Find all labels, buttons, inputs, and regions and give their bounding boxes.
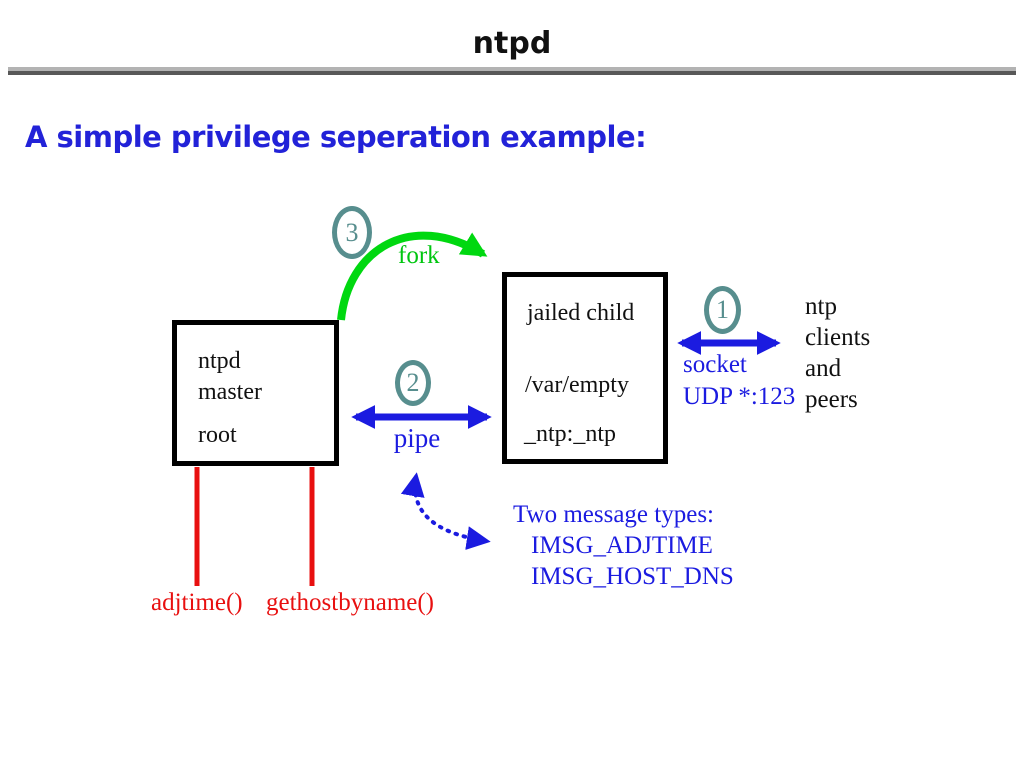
step-badge-fork: 3 (332, 206, 372, 259)
master-box-line-3: root (198, 422, 237, 448)
ntp-clients-peers-label: ntp clients and peers (805, 291, 870, 415)
peers-line-3: and (805, 355, 842, 382)
ipc-message-types-arrow (400, 472, 491, 551)
separator-light-band (8, 67, 1016, 71)
fork-arrow (337, 231, 488, 321)
master-box-line-2: master (198, 379, 262, 405)
slide-subtitle: A simple privilege seperation example: (25, 120, 647, 154)
message-type-adjtime: IMSG_ADJTIME (531, 532, 713, 559)
fork-label: fork (398, 242, 440, 269)
slide-title: ntpd (472, 26, 552, 61)
jailed-child-box: jailed child /var/empty _ntp:_ntp (502, 272, 668, 464)
step-badge-fork-number: 3 (345, 217, 359, 247)
ntpd-master-box: ntpd master root (172, 320, 339, 466)
message-types-title: Two message types: (513, 501, 714, 528)
step-badge-socket-number: 1 (716, 295, 729, 324)
child-box-line-3: _ntp:_ntp (524, 421, 617, 447)
gethostbyname-syscall-label: gethostbyname() (266, 589, 435, 616)
child-box-line-1: jailed child (527, 300, 635, 326)
step-badge-pipe-number: 2 (406, 368, 420, 397)
separator-dark-band (8, 71, 1016, 75)
peers-line-1: ntp (805, 293, 837, 320)
socket-label: socket (683, 351, 747, 378)
child-box-line-2: /var/empty (525, 372, 629, 398)
step-badge-pipe: 2 (395, 360, 431, 406)
pipe-label: pipe (393, 423, 441, 453)
adjtime-syscall-label: adjtime() (151, 589, 243, 616)
socket-address-label: UDP *:123 (683, 383, 796, 410)
message-type-host-dns: IMSG_HOST_DNS (531, 563, 734, 590)
step-badge-socket: 1 (704, 286, 741, 334)
peers-line-4: peers (805, 386, 858, 413)
peers-line-2: clients (805, 324, 871, 351)
master-box-line-1: ntpd (198, 348, 241, 374)
title-separator (8, 67, 1016, 75)
